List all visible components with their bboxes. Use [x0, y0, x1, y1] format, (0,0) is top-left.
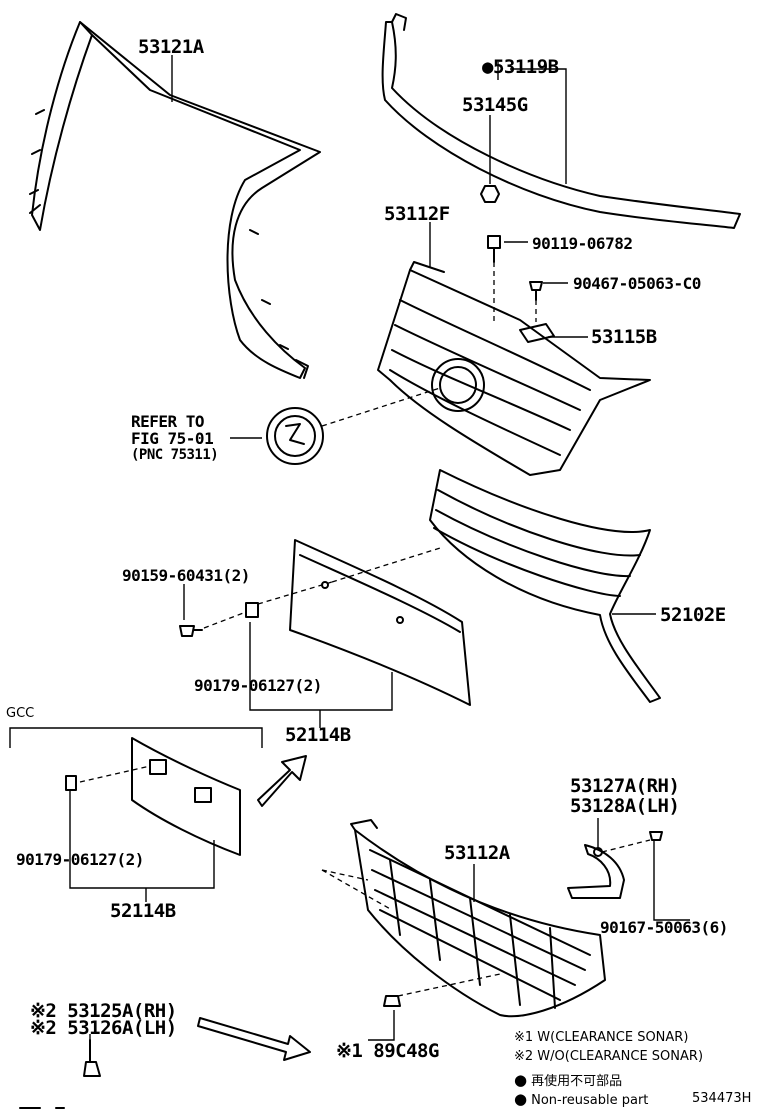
part-label-53121A: 53121A [138, 36, 204, 58]
part-label-90179-lower: 90179-06127(2) [16, 850, 144, 869]
part-label-53115B: 53115B [591, 326, 657, 348]
bracket-53115B [519, 323, 555, 343]
part-label-53128A: 53128A(LH) [570, 795, 680, 817]
part-label-90467: 90467-05063-C0 [573, 274, 701, 293]
bolt-90467 [529, 281, 543, 301]
part-label-53119B: ●53119B [482, 56, 559, 78]
screw-90159 [179, 625, 203, 637]
gcc-label: GCC [6, 706, 35, 721]
nut-90179-lower [65, 775, 77, 791]
part-label-53127A: 53127A(RH) [570, 775, 680, 797]
license-bracket-lower [131, 737, 241, 856]
clip-53145G [480, 185, 500, 203]
part-label-52102E: 52102E [660, 604, 726, 626]
dashed-guides [79, 262, 651, 997]
part-label-90167: 90167-50063(6) [600, 918, 728, 937]
upper-grille-53112F [377, 261, 651, 476]
nut-90179-upper [245, 602, 259, 618]
lower-grille-53112A [350, 819, 606, 1018]
note-non-reusable-en-text: Non-reusable part [531, 1093, 649, 1108]
part-label-90159: 90159-60431(2) [122, 566, 250, 585]
note-non-reusable-jp-text: 再使用不可部品 [531, 1074, 623, 1089]
part-label-53145G: 53145G [462, 94, 528, 116]
part-label-89C48G: ※1 89C48G [336, 1040, 439, 1062]
leader-lines [9, 55, 690, 1041]
part-label-52114B-upper: 52114B [285, 724, 351, 746]
part-label-53112F: 53112F [384, 203, 450, 225]
refer-label-line1: REFER TO [131, 412, 205, 431]
screw-90167 [649, 831, 663, 841]
note-non-reusable-en: ●Non-reusable part [514, 1090, 648, 1108]
note-non-reusable-jp: ●再使用不可部品 [514, 1070, 622, 1089]
arrow-upper [257, 755, 307, 807]
part-label-53112A: 53112A [444, 842, 510, 864]
part-label-53125A: ※2 53125A(RH) [30, 1000, 177, 1022]
emblem-75311 [266, 407, 324, 465]
part-label-53126A: ※2 53126A(LH) [30, 1017, 177, 1039]
note-no-clearance-sonar: ※2 W/O(CLEARANCE SONAR) [514, 1049, 704, 1064]
bumper-cover-52102E [429, 469, 661, 703]
refer-label-line3: (PNC 75311) [131, 447, 219, 463]
bolt-90119 [487, 235, 501, 263]
part-label-90179-upper: 90179-06127(2) [194, 676, 322, 695]
clip-53125A [83, 1039, 101, 1077]
refer-label-line2: FIG 75-01 [131, 429, 214, 448]
bullet-icon: ● [514, 1090, 528, 1108]
arrow-lower [197, 1017, 311, 1061]
part-label-52114B-lower: 52114B [110, 900, 176, 922]
upper-molding-53119B [381, 13, 741, 229]
cap-89C48G [383, 995, 401, 1007]
part-label-90119: 90119-06782 [532, 234, 633, 253]
sonar-bracket-53127A [567, 844, 625, 899]
diagram-id: 534473H [692, 1091, 752, 1106]
bullet-icon: ● [514, 1071, 528, 1089]
trim-molding-53121A [29, 21, 321, 379]
note-clearance-sonar: ※1 W(CLEARANCE SONAR) [514, 1030, 689, 1045]
